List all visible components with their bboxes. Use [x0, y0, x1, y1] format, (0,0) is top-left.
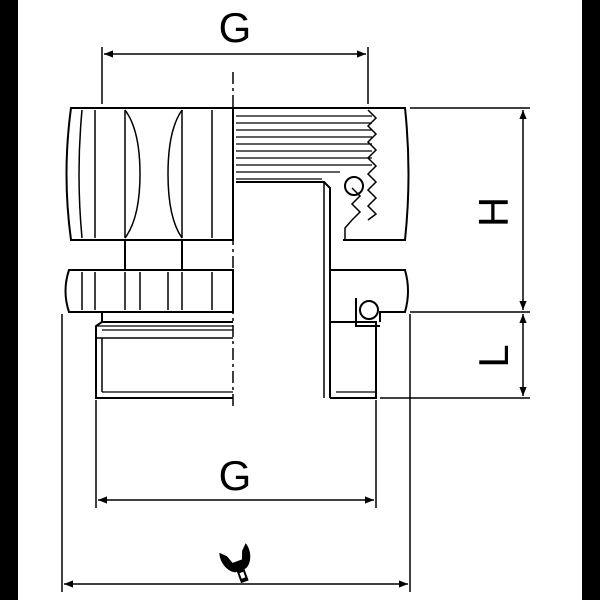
top-thread-label: G: [219, 4, 252, 51]
section-view: [233, 107, 410, 399]
internal-thread-lines: [236, 115, 372, 180]
dimension-h: [410, 107, 530, 313]
dimension-l: [380, 314, 530, 399]
dimension-bottom-g: [95, 400, 377, 508]
lower-o-ring-icon: [359, 300, 379, 320]
dimension-top-g: [101, 47, 369, 104]
body-neck: [124, 240, 183, 270]
dimension-wrench-size: [61, 314, 411, 592]
hex-body-outside-view: [64, 269, 234, 313]
lower-thread-outside-view: [95, 312, 233, 399]
upper-o-ring-icon: [344, 176, 364, 196]
open-end-wrench-icon: [219, 543, 251, 584]
upper-nut-outside-view: [65, 107, 234, 241]
length-label: L: [470, 344, 517, 367]
height-label: H: [470, 197, 517, 227]
bottom-thread-label: G: [219, 452, 252, 499]
